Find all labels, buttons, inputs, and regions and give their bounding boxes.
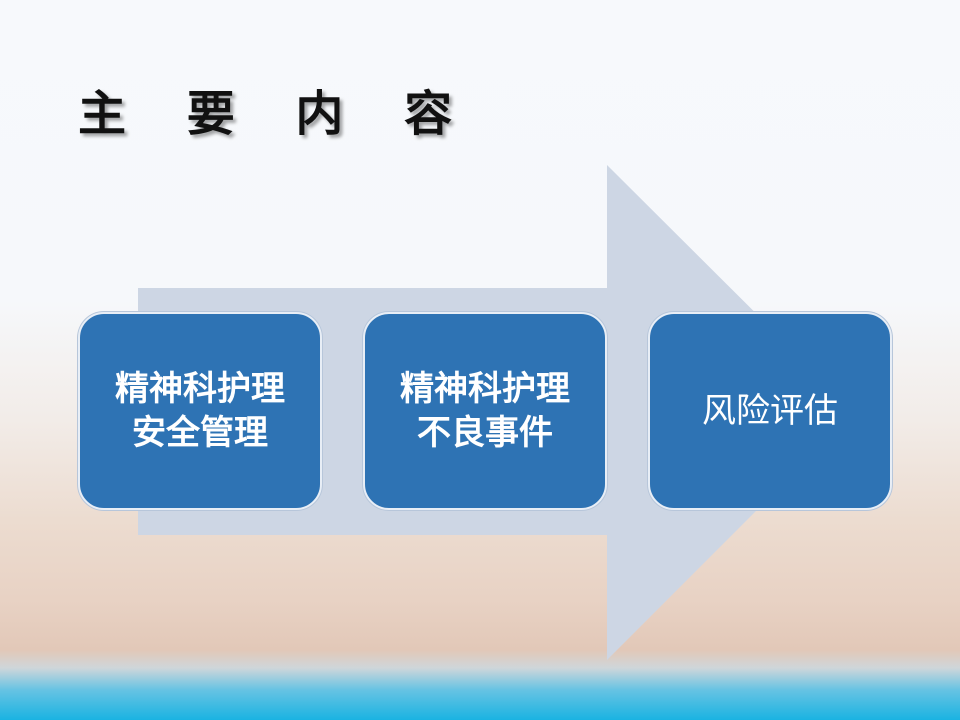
step-box-risk-assessment: 风险评估 xyxy=(648,312,892,510)
step-box-adverse-events: 精神科护理 不良事件 xyxy=(363,312,607,510)
step-1-line-2: 安全管理 xyxy=(132,413,268,453)
slide-title: 主 要 内 容 xyxy=(78,86,475,142)
step-1-line-1: 精神科护理 xyxy=(115,369,285,409)
step-2-line-1: 精神科护理 xyxy=(400,369,570,409)
step-3-line-1: 风险评估 xyxy=(702,391,838,431)
step-2-line-2: 不良事件 xyxy=(417,413,553,453)
step-box-safety-management: 精神科护理 安全管理 xyxy=(78,312,322,510)
